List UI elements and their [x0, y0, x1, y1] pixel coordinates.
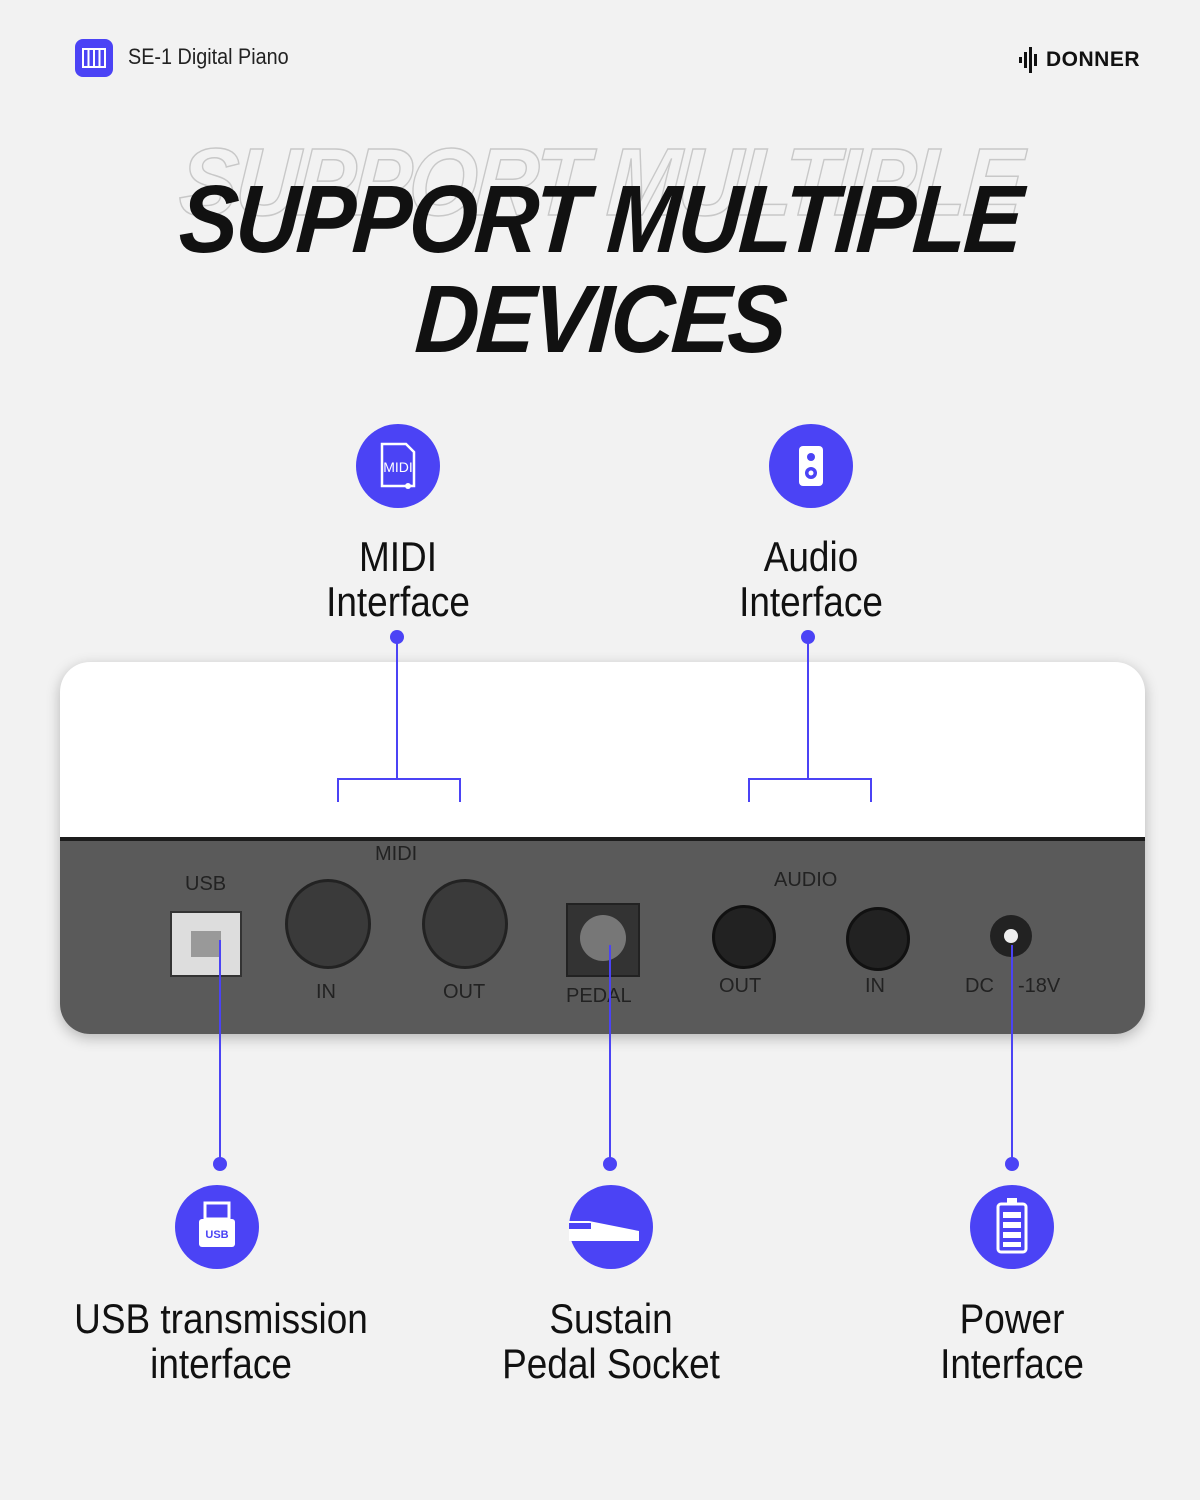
usb-port-label: USB: [185, 873, 227, 895]
midi-in-label: IN: [316, 981, 336, 1003]
usb-pointer-line: [219, 940, 221, 1164]
audio-port-label: AUDIO: [774, 869, 838, 891]
headline-line2: DEVICES: [412, 266, 788, 373]
audio-out-label: OUT: [719, 975, 762, 997]
audio-out-port: [712, 905, 776, 969]
midi-bracket: [337, 778, 461, 802]
audio-in-label: IN: [865, 975, 885, 997]
svg-text:USB: USB: [205, 1229, 228, 1241]
piano-app-icon: [75, 39, 113, 77]
pedal-port: [566, 903, 640, 977]
midi-in-port: [285, 879, 371, 969]
battery-icon: [970, 1185, 1054, 1269]
audio-in-port: [846, 907, 910, 971]
voltage-label: -18V: [1018, 975, 1061, 997]
power-pointer-line: [1011, 945, 1013, 1164]
audio-pointer-line: [807, 637, 809, 779]
audio-bracket: [748, 778, 872, 802]
usb-pointer-dot: [213, 1157, 227, 1171]
midi-port-label: MIDI: [375, 843, 418, 865]
connector-strip: USB MIDI IN OUT PEDAL AUDIO OUT IN DC -1…: [60, 837, 1145, 1034]
usb-icon: USB: [175, 1185, 259, 1269]
midi-out-label: OUT: [443, 981, 486, 1003]
speaker-icon: [769, 424, 853, 508]
power-pointer-dot: [1005, 1157, 1019, 1171]
svg-text:MIDI: MIDI: [383, 459, 413, 475]
pedal-pointer-dot: [603, 1157, 617, 1171]
midi-pointer-line: [396, 637, 398, 779]
midi-out-port: [422, 879, 508, 969]
donner-logo-icon: [1018, 46, 1042, 79]
app-title: SE-1 Digital Piano: [128, 44, 289, 69]
pedal-port-label: PEDAL: [566, 985, 632, 1007]
midi-file-icon: MIDI: [356, 424, 440, 508]
dc-label: DC: [965, 975, 994, 997]
pedal-pointer-line: [609, 945, 611, 1164]
headline-line1: SUPPORT MULTIPLE: [176, 166, 1024, 273]
piano-rear-panel: USB MIDI IN OUT PEDAL AUDIO OUT IN DC -1…: [60, 662, 1145, 1034]
brand-name: DONNER: [1046, 48, 1141, 71]
sustain-pedal-icon: [569, 1185, 653, 1269]
usb-port: [170, 911, 242, 977]
